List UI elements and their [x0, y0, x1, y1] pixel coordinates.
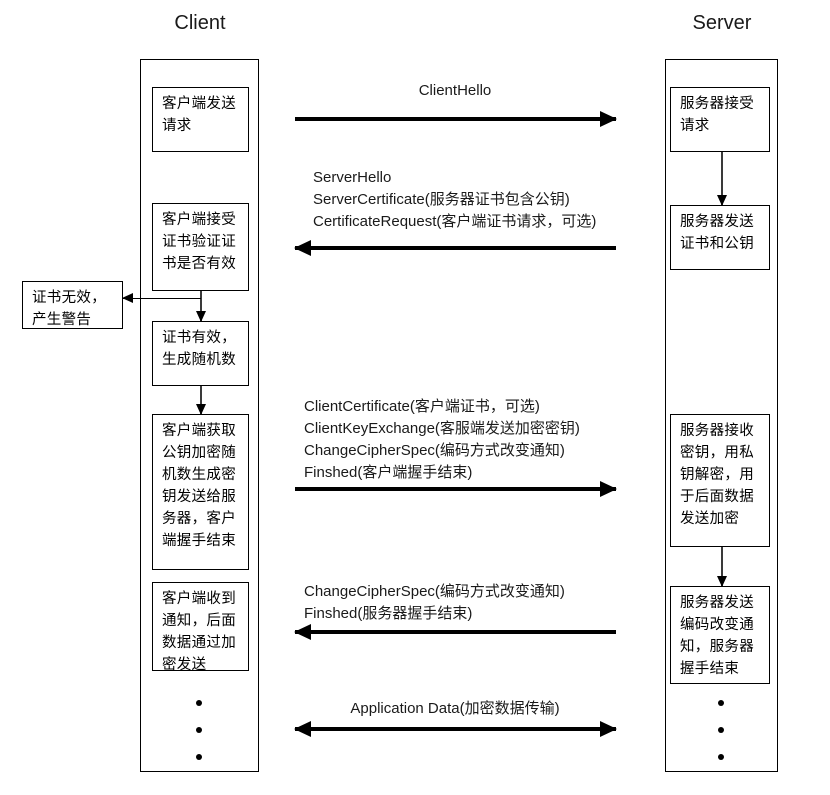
process-box-server-send-cert: 服务器发送证书和公钥 [670, 205, 770, 270]
process-box-server-accept-request: 服务器接受请求 [670, 87, 770, 152]
message-label-application-data: Application Data(加密数据传输) [255, 698, 655, 720]
message-arrow-server-hello [294, 239, 616, 257]
message-line: ChangeCipherSpec(编码方式改变通知) [304, 583, 565, 600]
message-label-client-hello: ClientHello [255, 80, 655, 102]
message-line: ClientHello [418, 82, 492, 99]
actor-title-client: Client [174, 12, 226, 34]
vertical-ellipsis-icon-server [712, 700, 730, 760]
message-arrow-client-key-exchange [295, 480, 617, 498]
message-line: ClientKeyExchange(客服端发送加密密钥) [304, 419, 580, 437]
alert-box-cert-invalid: 证书无效，产生警告 [22, 281, 123, 329]
message-line: CertificateRequest(客户端证书请求，可选) [313, 212, 597, 230]
vertical-ellipsis-icon-client [190, 700, 208, 760]
process-box-client-send-request: 客户端发送请求 [152, 87, 249, 152]
actor-title-server: Server [692, 12, 752, 34]
message-label-server-ccs-finished: ChangeCipherSpec(编码方式改变通知) Finshed(服务器握手… [304, 581, 634, 625]
process-box-client-key-exchange: 客户端获取公钥加密随机数生成密钥发送给服务器，客户端握手结束 [152, 414, 249, 570]
message-arrow-server-ccs-finished [294, 623, 616, 641]
flow-arrow-invalid-branch [122, 292, 201, 305]
message-line: Application Data(加密数据传输) [350, 700, 560, 717]
process-box-server-receive-key: 服务器接收密钥，用私钥解密，用于后面数据发送加密 [670, 414, 770, 547]
message-line: Finshed(服务器握手结束) [304, 604, 473, 622]
message-arrow-client-hello [295, 110, 617, 128]
message-label-server-hello: ServerHello ServerCertificate(服务器证书包含公钥)… [313, 167, 643, 233]
message-line: Finshed(客户端握手结束) [304, 463, 473, 481]
message-line: ServerCertificate(服务器证书包含公钥) [313, 190, 570, 208]
flow-arrow-server-key-to-ccs [715, 547, 729, 587]
process-box-server-send-ccs: 服务器发送编码改变通知，服务器握手结束 [670, 586, 770, 684]
process-box-client-verify-cert: 客户端接受证书验证证书是否有效 [152, 203, 249, 291]
message-label-client-key-exchange: ClientCertificate(客户端证书，可选) ClientKeyExc… [304, 396, 634, 484]
flow-arrow-verify-to-valid [194, 291, 208, 322]
message-arrow-application-data [294, 720, 617, 738]
flow-arrow-server-accept-to-sendcert [715, 152, 729, 206]
message-line: ServerHello [313, 169, 392, 186]
process-box-client-cert-valid: 证书有效，生成随机数 [152, 321, 249, 386]
message-line: ClientCertificate(客户端证书，可选) [304, 398, 540, 415]
message-line: ChangeCipherSpec(编码方式改变通知) [304, 441, 565, 459]
process-box-client-received-notice: 客户端收到通知，后面数据通过加密发送 [152, 582, 249, 673]
flow-arrow-valid-to-keyexchange [194, 386, 208, 415]
